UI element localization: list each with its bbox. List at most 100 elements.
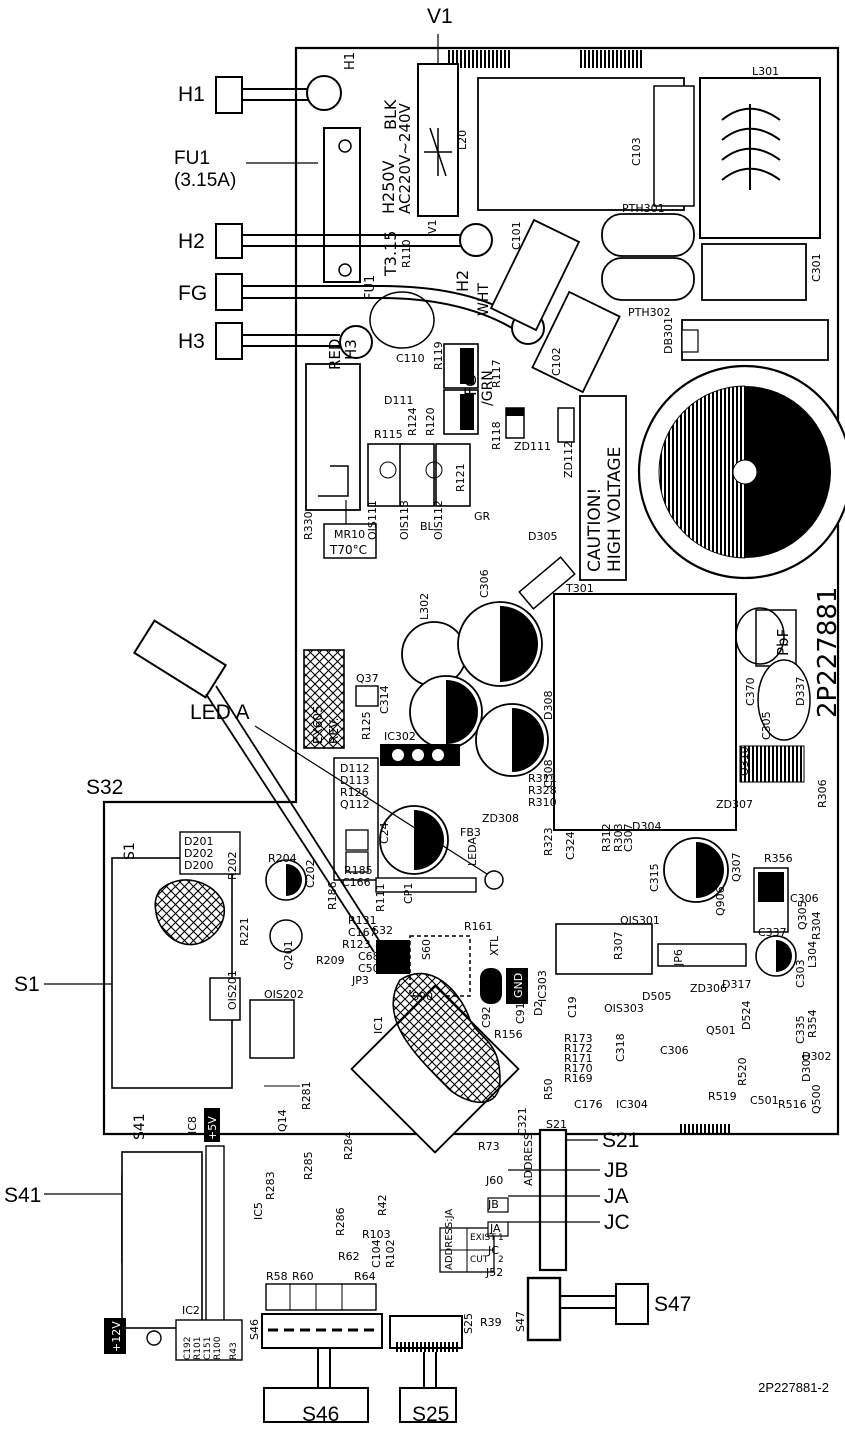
label-v1: V1 — [426, 219, 439, 234]
t301 — [553, 593, 737, 831]
label-t301: T301 — [565, 582, 594, 595]
label-d524: D524 — [740, 1001, 753, 1030]
label-zd307: ZD307 — [716, 798, 753, 811]
label-s90: S90 — [412, 990, 433, 1003]
label-r354: R354 — [806, 1009, 819, 1038]
label-c308: C308 — [542, 759, 555, 788]
callout-s47: S47 — [654, 1293, 692, 1316]
h3-terminal — [339, 325, 373, 359]
label-red: RED — [326, 339, 344, 370]
label-r209: R209 — [316, 954, 345, 967]
callout-fg: FG — [178, 282, 208, 305]
label-l301: L301 — [752, 65, 779, 78]
label-plus12v: +12V — [110, 1321, 123, 1352]
ois202 — [249, 999, 295, 1059]
label-r303: R303 — [612, 823, 625, 852]
label-d304: D304 — [632, 820, 661, 833]
label-d112: D112 — [340, 762, 369, 775]
label-r156: R156 — [494, 1028, 523, 1041]
label-c337: C337 — [758, 926, 787, 939]
label-c301: C301 — [810, 253, 823, 282]
label-s47-board: S47 — [514, 1311, 527, 1332]
label-s60: S60 — [420, 939, 433, 960]
label-mr10: MR10 — [334, 528, 365, 541]
ic8 — [205, 1145, 225, 1329]
mr10-box — [323, 523, 377, 559]
label-r58: R58 — [266, 1270, 288, 1283]
s47-plug — [615, 1283, 649, 1325]
label-r311: R311 — [528, 772, 557, 785]
plus12v-tag — [104, 1318, 126, 1354]
label-r330: R330 — [302, 511, 315, 540]
label-ois113: OIS113 — [398, 500, 411, 540]
label-q310: Q310 — [738, 746, 751, 776]
label-c305: C305 — [760, 711, 773, 740]
label-r281: R281 — [300, 1081, 313, 1110]
label-r283: R283 — [264, 1171, 277, 1200]
fg-connector — [215, 273, 243, 311]
label-s25-board: S25 — [462, 1313, 475, 1334]
top-connector-1 — [448, 50, 510, 68]
label-pth301: PTH301 — [622, 202, 665, 215]
s47-header — [526, 1276, 562, 1342]
label-r42: R42 — [376, 1194, 389, 1216]
label-r310: R310 — [528, 796, 557, 809]
label-q112: Q112 — [340, 798, 370, 811]
label-l302: L302 — [418, 593, 431, 620]
label-cut: CUT — [470, 1255, 489, 1265]
label-c202: C202 — [304, 859, 317, 888]
db301 — [681, 319, 829, 361]
callout-s25: S25 — [412, 1403, 450, 1426]
label-ex605: EX605 — [311, 705, 325, 744]
callout-ja: JA — [604, 1185, 629, 1208]
callout-fu1: FU1 (3.15A) — [174, 148, 236, 192]
label-r125: R125 — [360, 711, 373, 740]
label-c167: C167 — [348, 926, 377, 939]
label-r120: R120 — [424, 407, 437, 436]
label-t70: T70°C — [329, 543, 367, 557]
callout-h1: H1 — [178, 83, 205, 106]
label-two: 2 — [498, 1255, 504, 1265]
label-c68: C68 — [358, 950, 380, 963]
label-xtl: XTL — [488, 935, 501, 956]
label-r516: R516 — [778, 1098, 807, 1111]
label-r170: R170 — [564, 1062, 593, 1075]
label-ois112: OIS112 — [432, 500, 445, 540]
led-a — [484, 870, 504, 890]
label-c306b: C306 — [790, 892, 819, 905]
label-wht: WHT — [476, 283, 492, 316]
ex605-box — [303, 649, 345, 749]
label-bl: BL — [420, 520, 435, 533]
label-r111: R111 — [374, 883, 387, 912]
label-one: 1 — [498, 1233, 504, 1243]
caution-box — [579, 395, 627, 581]
label-c92: C92 — [480, 1006, 493, 1028]
label-cp1: CP1 — [402, 883, 415, 904]
label-r103: R103 — [362, 1228, 391, 1241]
ois112 — [435, 443, 471, 507]
plus5v-tag — [204, 1108, 220, 1142]
callout-s46: S46 — [302, 1403, 340, 1426]
label-r285: R285 — [302, 1151, 315, 1180]
label-fuse-rating-1: H250V — [379, 160, 398, 214]
callout-s1: S1 — [14, 973, 40, 996]
label-q501: Q501 — [706, 1024, 736, 1037]
label-d301: D301 — [800, 1053, 813, 1082]
label-r312: R312 — [600, 823, 613, 852]
label-c314: C314 — [378, 685, 391, 714]
label-c302: C302 — [768, 391, 781, 420]
label-fuse-rating-2: AC220V~240V — [396, 102, 414, 214]
label-address-ja: ADDRESS:JA — [444, 1209, 455, 1270]
label-d308: D308 — [542, 691, 555, 720]
label-rev: REV. — [327, 718, 341, 744]
h1-terminal — [306, 75, 342, 111]
label-c192: C192 — [183, 1337, 193, 1360]
label-r102: R102 — [384, 1239, 397, 1268]
label-c101: C101 — [510, 221, 523, 250]
label-q201: Q201 — [282, 940, 295, 970]
label-s41-board: S41 — [132, 1113, 148, 1140]
label-r306: R306 — [816, 779, 829, 808]
label-c307: C307 — [622, 823, 635, 852]
s1-hatched — [154, 879, 226, 946]
fuse-fu1 — [323, 127, 361, 283]
